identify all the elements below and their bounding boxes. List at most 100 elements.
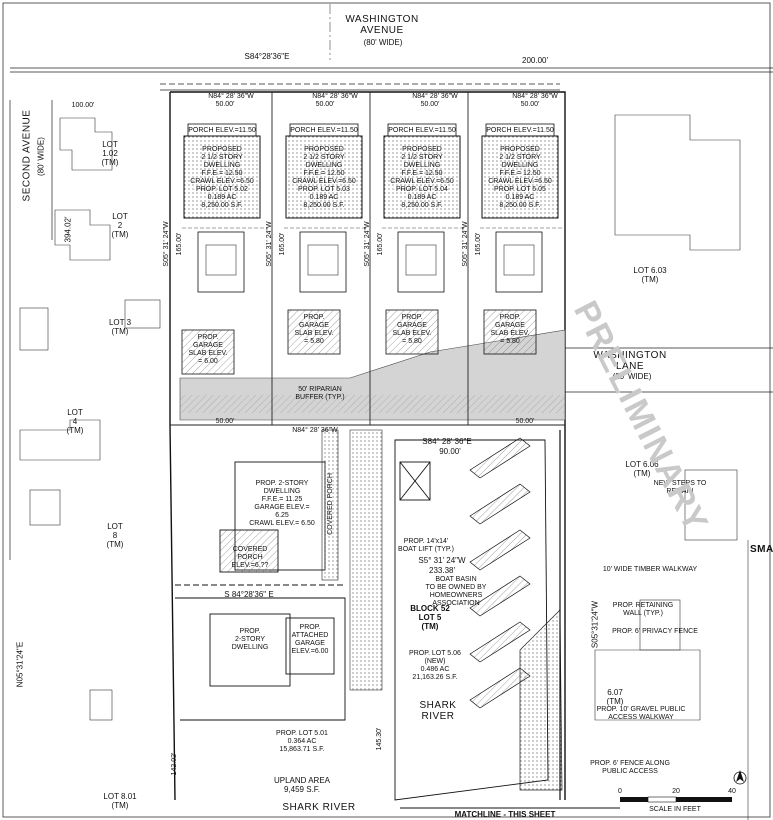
lot-area-1: PROP. LOT 5.02 0.189 AC 8,250.00 S.F.	[196, 186, 248, 209]
washington-avenue-width: (80' WIDE)	[363, 38, 403, 47]
low-dwelling-label: PROP. 2-STORY DWELLING	[231, 628, 269, 651]
distance-basin-north: 90.00'	[439, 447, 461, 456]
steps-label: NEW STEPS TO REMAIN	[653, 480, 707, 495]
distance-394: 394.02'	[63, 216, 73, 243]
pool-inner-4	[503, 244, 535, 276]
second-avenue-width: (80' WIDE)	[36, 137, 46, 176]
porch-elev-3: PORCH ELEV.=11.50	[388, 127, 456, 134]
garage-label-1: PROP. GARAGE SLAB ELEV. = 6.00	[188, 334, 228, 365]
garage-1	[181, 329, 235, 375]
scale-tick-40: 40	[728, 788, 736, 795]
distance-100: 100.00'	[71, 102, 95, 109]
dwelling-label-3: PROPOSED 2 1/2 STORY DWELLING F.F.E.= 12…	[390, 146, 454, 185]
porch-elev-4: PORCH ELEV.=11.50	[486, 127, 554, 134]
lot-6-06-label: LOT 6.06 (TM)	[625, 460, 659, 478]
dwelling-label-1: PROPOSED 2 1/2 STORY DWELLING F.F.E.= 12…	[190, 146, 254, 185]
scale-bar	[620, 796, 732, 803]
pervious-walk	[349, 429, 383, 691]
shark-river-bottom-label: SHARK RIVER	[282, 802, 356, 813]
bearing-lot-3: N84° 28' 36"W	[412, 93, 458, 100]
boat-lift	[469, 621, 531, 663]
boat-lift	[469, 575, 531, 617]
pool-3	[397, 231, 445, 293]
matchline-label: MATCHLINE - THIS SHEET	[454, 810, 556, 819]
gravel-access-label: PROP. 10' GRAVEL PUBLIC ACCESS WALKWAY	[596, 706, 686, 721]
bearing-east-line: S05°31'24"W	[590, 600, 600, 649]
lot-6-03-label: LOT 6.03 (TM)	[633, 266, 667, 284]
boat-lift	[469, 529, 531, 571]
dwellings-layer	[181, 123, 564, 375]
porch-elev-2: PORCH ELEV.=11.50	[290, 127, 358, 134]
boat-lift	[469, 483, 531, 525]
boat-lift	[469, 437, 531, 479]
lot-area-3: PROP. LOT 5.04 0.189 AC 8,250.00 S.F.	[396, 186, 448, 209]
depth-lot-4: 165.00'	[176, 232, 183, 256]
distance-142: 142.02'	[171, 752, 178, 776]
bearing-lot-line-1: S05° 31' 24"W	[266, 221, 273, 267]
lot-2-label: LOT 2 (TM)	[111, 212, 129, 239]
walkway-label: 10' WIDE TIMBER WALKWAY	[602, 566, 698, 573]
pool-2	[299, 231, 347, 293]
scale-tick-20: 20	[672, 788, 680, 795]
schedule-title: SMA	[750, 544, 773, 555]
retaining-wall	[519, 609, 563, 791]
boat-basin-label: BOAT BASIN TO BE OWNED BY HOMEOWNERS ASS…	[425, 576, 487, 607]
north-arrow-icon	[733, 770, 747, 785]
lot-8-label: LOT 8 (TM)	[106, 522, 124, 549]
washington-lane-width: (20' WIDE)	[612, 372, 652, 381]
garage-4	[483, 309, 537, 355]
bearing-lot-2: N84° 28' 36"W	[312, 93, 358, 100]
lot-area-4: PROP. LOT 5.05 0.189 AC 8,250.00 S.F.	[494, 186, 546, 209]
frontage-lot-4: 50.00'	[520, 101, 540, 108]
washington-avenue-row	[10, 4, 773, 91]
lot-lines	[170, 92, 565, 426]
retaining-wall-label: PROP. RETAINING WALL (TYP.)	[612, 602, 674, 617]
distance-basin-west: 233.38'	[429, 566, 455, 575]
bearing-lot-4: N84° 28' 36"W	[512, 93, 558, 100]
shark-river-label: SHARK RIVER	[419, 700, 457, 722]
garage-2	[287, 309, 341, 355]
frontage-lot-2: 50.00'	[315, 101, 335, 108]
boat-lifts	[469, 437, 531, 709]
bearing-basin-north: S84° 28' 36"E	[422, 437, 472, 446]
lot-8-01-label: LOT 8.01 (TM)	[103, 792, 137, 810]
lot-1-02-label: LOT 1.02 (TM)	[101, 140, 119, 167]
riparian-band	[180, 395, 565, 413]
dwelling-label-2: PROPOSED 2 1/2 STORY DWELLING F.F.E.= 12…	[292, 146, 356, 185]
upland-area: UPLAND AREA 9,459 S.F.	[273, 776, 331, 794]
bearing-south-parcel: S 84°28'36" E	[224, 590, 274, 599]
pool-inner-3	[405, 244, 437, 276]
fence-public-label: PROP. 6' FENCE ALONG PUBLIC ACCESS	[590, 760, 670, 775]
pool-inner-1	[205, 244, 237, 276]
covered-porch-label: COVERED PORCH ELEV.=6.??	[231, 546, 269, 569]
washington-avenue-label: WASHINGTON AVENUE	[345, 14, 419, 36]
dwelling-2	[285, 135, 363, 219]
washington-lane-row	[565, 347, 773, 393]
pool-inner-2	[307, 244, 339, 276]
bearing-lot-line-3: S05° 31' 24"W	[462, 221, 469, 267]
riparian-label: 50' RIPARIAN BUFFER (TYP.)	[295, 386, 345, 401]
lot-5-06-area: PROP. LOT 5.06 (NEW) 0.486 AC 21,163.26 …	[409, 650, 461, 681]
bearing-top: S84°28'36"E	[244, 52, 290, 61]
privacy-fence-label: PROP. 6' PRIVACY FENCE	[612, 628, 698, 635]
bearing-mid: N84° 28' 36"W	[292, 427, 338, 434]
dwelling-label-4: PROPOSED 2 1/2 STORY DWELLING F.F.E.= 12…	[488, 146, 552, 185]
garage-3	[385, 309, 439, 355]
lot-6-07-label: 6.07 (TM)	[606, 688, 624, 706]
lot-3-label: LOT 3 (TM)	[108, 318, 132, 336]
frontage-lot-1: 50.00'	[215, 101, 235, 108]
bearing-west-line: N05°31'24"E	[15, 641, 25, 688]
porch-elev-1: PORCH ELEV.=11.50	[188, 127, 256, 134]
garage-label-2: PROP. GARAGE SLAB ELEV. = 5.80	[294, 314, 334, 345]
lot-4-label: LOT 4 (TM)	[66, 408, 84, 435]
lot-5-01-area: PROP. LOT 5.01 0.364 AC 15,863.71 S.F.	[276, 730, 328, 753]
second-avenue-row	[9, 100, 53, 560]
bearing-lot-1: N84° 28' 36"W	[208, 93, 254, 100]
boat-lift-label: PROP. 14'x14' BOAT LIFT (TYP.)	[398, 538, 454, 553]
distance-145: 145.30'	[376, 727, 383, 751]
low-garage-label: PROP. ATTACHED GARAGE ELEV.=6.00	[291, 624, 329, 655]
rear-lot-4: 50.00'	[515, 418, 535, 425]
frontage-lot-3: 50.00'	[420, 101, 440, 108]
covered-porch-vertical: COVERED PORCH	[327, 473, 334, 535]
